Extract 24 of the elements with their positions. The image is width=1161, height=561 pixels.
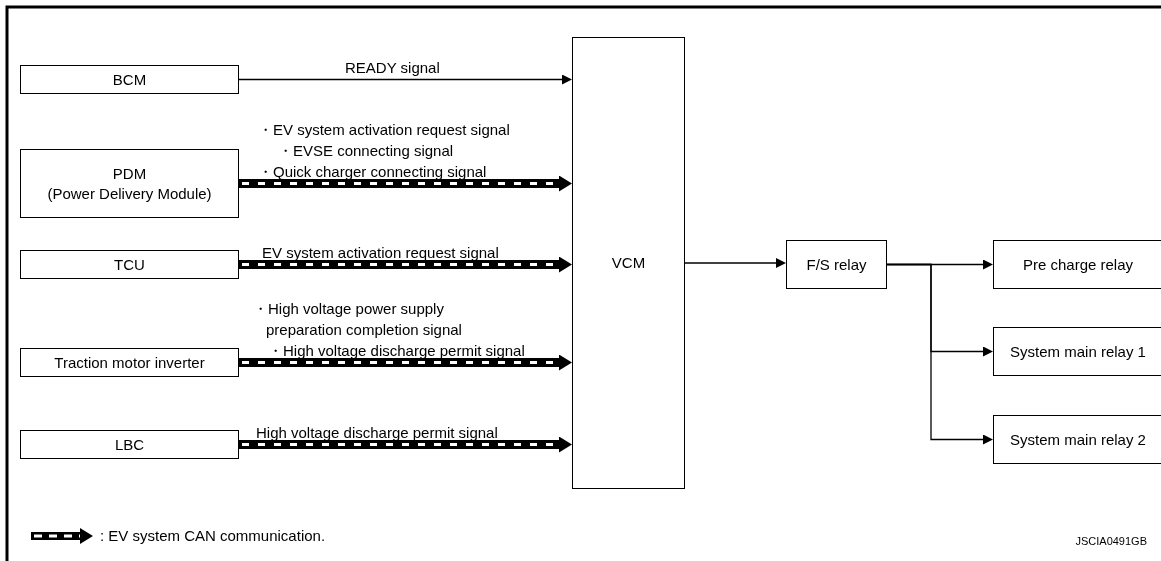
module-box: BCM bbox=[20, 65, 239, 94]
can-bus-arrow bbox=[239, 175, 572, 192]
arrow bbox=[238, 74, 572, 85]
arrow bbox=[684, 258, 786, 268]
can-bus-arrow bbox=[239, 256, 572, 273]
edge-label: High voltage discharge permit signal bbox=[256, 422, 498, 443]
module-box: PDM (Power Delivery Module) bbox=[20, 149, 239, 218]
module-box: VCM bbox=[572, 37, 685, 489]
edge-label: READY signal bbox=[345, 57, 440, 78]
edge-label: EV system activation request signal bbox=[262, 242, 499, 263]
module-box: System main relay 1 bbox=[993, 327, 1161, 376]
legend-text: : EV system CAN communication. bbox=[100, 527, 326, 544]
module-box: LBC bbox=[20, 430, 239, 459]
module-box: F/S relay bbox=[786, 240, 887, 289]
module-box: System main relay 2 bbox=[993, 415, 1161, 464]
edge-label: ・High voltage power supply preparation completion signal ・High voltage discharge permit signal bbox=[253, 298, 526, 361]
can-bus-arrow bbox=[239, 436, 572, 453]
arrow bbox=[886, 263, 993, 445]
figure-code: JSCIA0491GB bbox=[1075, 535, 1147, 547]
can-bus-arrow bbox=[239, 354, 572, 371]
edge-label: ・EV system activation request signal ・EVSE connecting signal ・Quick charger connecting signal bbox=[258, 119, 510, 182]
module-box: Pre charge relay bbox=[993, 240, 1161, 289]
module-box: Traction motor inverter bbox=[20, 348, 239, 377]
module-box: TCU bbox=[20, 250, 239, 279]
